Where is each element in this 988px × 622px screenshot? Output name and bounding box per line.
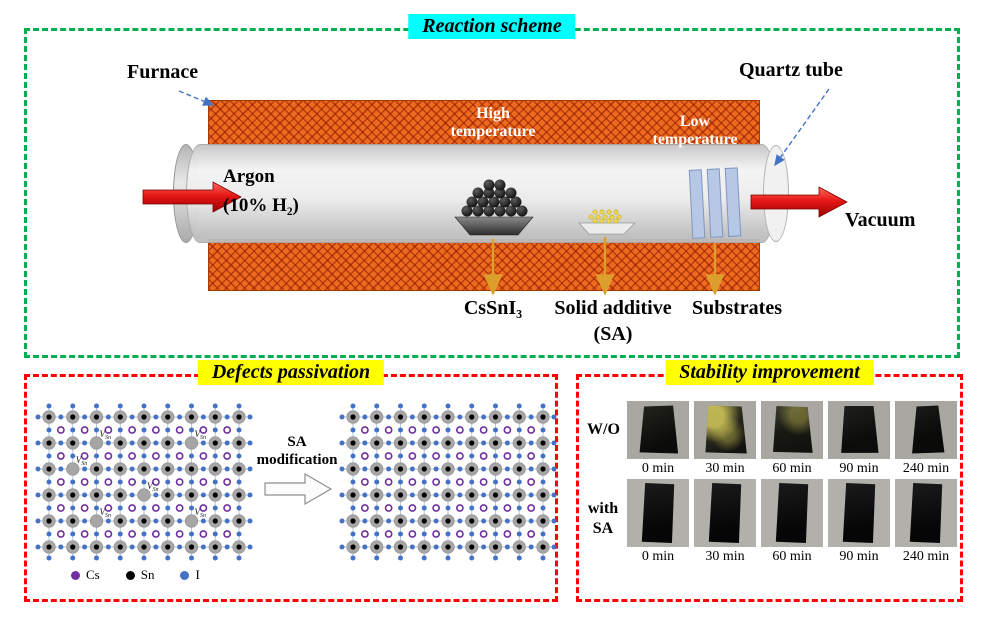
time-label: 30 min bbox=[705, 549, 745, 564]
argon-line1: Argon bbox=[223, 166, 275, 187]
quartz-tube-label: Quartz tube bbox=[739, 59, 843, 81]
time-label: 60 min bbox=[772, 461, 812, 476]
passivated-lattice bbox=[339, 403, 557, 561]
time-row-wo: 0 min 30 min 60 min 90 min 240 min bbox=[627, 461, 957, 477]
stability-improvement-panel: Stability improvement W/O with SA 0 min 3… bbox=[576, 360, 963, 602]
vacancy-label: VSn bbox=[100, 429, 112, 441]
sa-mod-line1: SA bbox=[287, 434, 307, 450]
with-sa-line2: SA bbox=[592, 520, 614, 537]
perovskite-film bbox=[909, 482, 943, 544]
legend-item-cs: Cs bbox=[71, 567, 100, 583]
perovskite-film bbox=[639, 405, 679, 454]
argon-line2: (10% H₂) bbox=[223, 194, 299, 216]
high-temp-line2: temperature bbox=[450, 123, 536, 141]
sa-modification-label: SA modification bbox=[255, 433, 339, 469]
cs-atom-icon bbox=[71, 570, 80, 580]
time-label: 0 min bbox=[641, 461, 675, 476]
with-sa-line1: with bbox=[587, 500, 619, 517]
perovskite-film bbox=[775, 482, 809, 544]
sa-abbrev-label: (SA) bbox=[593, 323, 633, 345]
cssni3-label: CsSnI₃ bbox=[463, 297, 523, 319]
photo-row-wo bbox=[627, 401, 957, 459]
vacuum-label: Vacuum bbox=[845, 209, 916, 231]
sample-photo bbox=[895, 479, 957, 547]
legend-label: Cs bbox=[86, 567, 100, 582]
row-label-with-sa: with SA bbox=[579, 499, 627, 539]
low-temp-line2: temperature bbox=[652, 131, 738, 149]
low-temp-line1: Low bbox=[679, 113, 711, 130]
legend-item-i: I bbox=[180, 567, 200, 583]
time-label: 0 min bbox=[641, 549, 675, 564]
time-label: 60 min bbox=[772, 549, 812, 564]
furnace-top-block bbox=[208, 100, 760, 146]
vacancy-label: VSn bbox=[100, 507, 112, 519]
legend-item-sn: Sn bbox=[125, 567, 155, 583]
time-row-with-sa: 0 min 30 min 60 min 90 min 240 min bbox=[627, 549, 957, 565]
vacancy-label: VSn bbox=[76, 455, 88, 467]
row-label-wo: W/O bbox=[587, 421, 620, 438]
time-label: 90 min bbox=[839, 549, 879, 564]
perovskite-film bbox=[705, 405, 747, 454]
time-label: 240 min bbox=[902, 549, 950, 564]
perovskite-film bbox=[912, 405, 945, 454]
time-label: 30 min bbox=[705, 461, 745, 476]
legend-label: Sn bbox=[140, 567, 155, 582]
photo-row-with-sa bbox=[627, 479, 957, 547]
sample-photo bbox=[694, 401, 756, 459]
vacancy-label: VSn bbox=[195, 429, 207, 441]
sample-photo bbox=[627, 401, 689, 459]
perovskite-film bbox=[708, 482, 742, 544]
perovskite-film bbox=[641, 482, 675, 544]
sample-photo bbox=[828, 401, 890, 459]
sample-photo bbox=[761, 479, 823, 547]
argon-label: Argon (10% H₂) bbox=[223, 163, 299, 220]
atom-legend: Cs Sn I bbox=[71, 567, 200, 583]
high-temperature-label: High temperature bbox=[393, 105, 593, 142]
sample-photo bbox=[828, 479, 890, 547]
solid-additive-label: Solid additive bbox=[554, 297, 672, 319]
sample-photo bbox=[694, 479, 756, 547]
vacancy-label: VSn bbox=[195, 507, 207, 519]
furnace-label: Furnace bbox=[127, 61, 199, 83]
right-block-arrow bbox=[264, 472, 333, 506]
sample-photo bbox=[761, 401, 823, 459]
time-label: 90 min bbox=[839, 461, 879, 476]
furnace-bottom-block bbox=[208, 239, 760, 291]
quartz-tube-right-end bbox=[763, 145, 789, 242]
legend-label: I bbox=[195, 567, 200, 582]
i-atom-icon bbox=[180, 570, 190, 580]
reaction-title: Reaction scheme bbox=[408, 14, 576, 39]
perovskite-film bbox=[842, 482, 876, 544]
low-temperature-label: Low temperature bbox=[605, 113, 785, 150]
perovskite-film bbox=[773, 406, 813, 453]
perovskite-film bbox=[841, 406, 879, 453]
sa-mod-line2: modification bbox=[256, 452, 338, 468]
defects-title: Defects passivation bbox=[197, 360, 385, 385]
reaction-scheme-panel: Reaction scheme bbox=[24, 14, 960, 358]
high-temp-line1: High bbox=[476, 105, 510, 122]
sample-photo bbox=[895, 401, 957, 459]
vacancy-label: VSn bbox=[147, 481, 159, 493]
substrates-label: Substrates bbox=[691, 297, 782, 319]
stability-title: Stability improvement bbox=[665, 360, 874, 385]
sample-photo bbox=[627, 479, 689, 547]
sn-atom-icon bbox=[125, 570, 135, 580]
time-label: 240 min bbox=[902, 461, 950, 476]
